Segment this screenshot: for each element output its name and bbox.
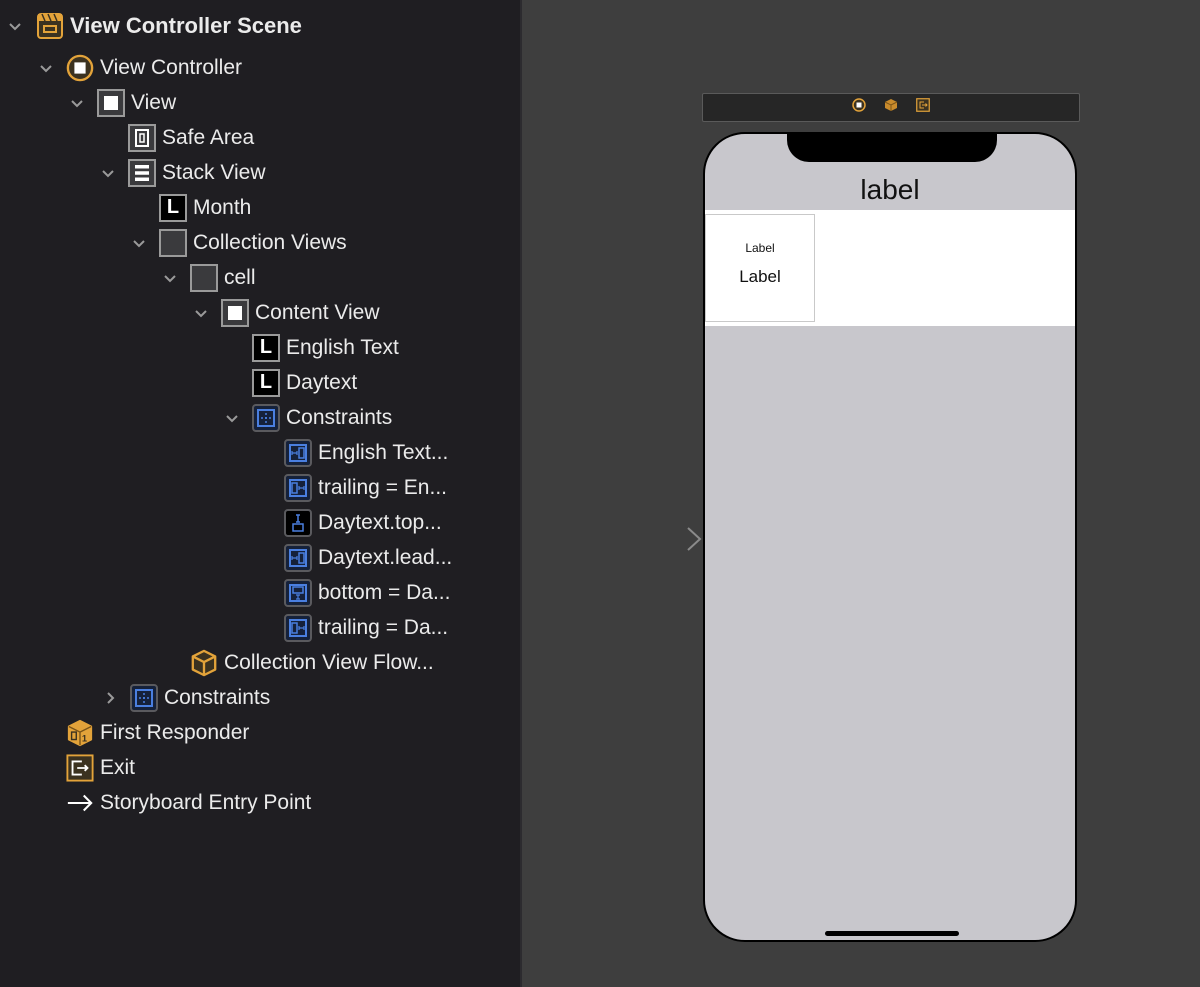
outline-item-label: English Text <box>286 335 399 359</box>
outline-item-label: trailing = Da... <box>318 615 449 639</box>
collection-view-icon <box>159 228 187 257</box>
iphone-frame[interactable]: label Label Label <box>703 132 1077 942</box>
outline-item-cell-constraints[interactable]: Constraints <box>0 400 392 435</box>
exit-icon <box>66 753 94 782</box>
scene-dock[interactable] <box>702 93 1080 122</box>
outline-item-exit[interactable]: Exit <box>0 750 135 785</box>
outline-item-label: First Responder <box>100 720 250 744</box>
outline-item-label: Constraints <box>286 405 393 429</box>
outline-item-label: cell <box>224 265 256 289</box>
outline-item-collection-views[interactable]: Collection Views <box>0 225 347 260</box>
month-label[interactable]: label <box>860 174 920 205</box>
outline-item-collection-view-flow-layout[interactable]: Collection View Flow... <box>0 645 434 680</box>
chevron-down-icon[interactable] <box>66 92 88 114</box>
home-indicator <box>825 931 959 936</box>
outline-item-constraint[interactable]: English Text... <box>0 435 448 470</box>
outline-item-label: Content View <box>255 300 380 324</box>
outline-item-label: Stack View <box>162 160 266 184</box>
chevron-down-icon[interactable] <box>4 15 26 37</box>
outline-item-label: Storyboard Entry Point <box>100 790 312 814</box>
outline-item-content-view[interactable]: Content View <box>0 295 380 330</box>
chevron-down-icon[interactable] <box>35 57 57 79</box>
english-text-label[interactable]: Label <box>745 241 775 255</box>
stack-view-icon <box>128 158 156 187</box>
outline-item-stack-view[interactable]: Stack View <box>0 155 266 190</box>
outline-item-label: Month <box>193 195 252 219</box>
outline-item-label: English Text... <box>318 440 449 464</box>
outline-item-label: Daytext.lead... <box>318 545 453 569</box>
flow-layout-cube-icon <box>190 649 218 677</box>
outline-item-label: Collection View Flow... <box>224 650 434 674</box>
constraints-icon <box>130 683 158 712</box>
outline-item-english-text[interactable]: L English Text <box>0 330 399 365</box>
outline-item-daytext[interactable]: L Daytext <box>0 365 357 400</box>
outline-item-month[interactable]: L Month <box>0 190 251 225</box>
chevron-down-icon[interactable] <box>97 162 119 184</box>
outline-item-label: Collection Views <box>193 230 347 254</box>
scene-icon <box>36 12 64 40</box>
trailing-constraint-icon <box>284 613 312 642</box>
view-icon <box>97 88 125 117</box>
chevron-down-icon[interactable] <box>128 232 150 254</box>
outline-item-cell[interactable]: cell <box>0 260 256 295</box>
outline-item-label: View Controller <box>100 55 243 79</box>
chevron-down-icon[interactable] <box>221 407 243 429</box>
collection-view[interactable]: Label Label <box>705 210 1075 326</box>
outline-item-label: Constraints <box>164 685 271 709</box>
label-icon: L <box>159 193 187 222</box>
constraints-icon <box>252 403 280 432</box>
daytext-label[interactable]: Label <box>739 267 781 286</box>
outline-item-label: Daytext <box>286 370 358 394</box>
label-icon: L <box>252 368 280 397</box>
safe-area-icon <box>128 123 156 152</box>
top-constraint-icon <box>284 508 312 537</box>
entry-arrow-icon <box>66 789 94 817</box>
outline-item-view-controller-scene[interactable]: View Controller Scene <box>0 8 302 43</box>
outline-item-label: Exit <box>100 755 136 779</box>
leading-constraint-icon <box>284 543 312 572</box>
leading-constraint-icon <box>284 438 312 467</box>
outline-item-label: View <box>131 90 177 114</box>
outline-item-constraint[interactable]: trailing = Da... <box>0 610 448 645</box>
trailing-constraint-icon <box>284 473 312 502</box>
device-notch <box>787 134 997 162</box>
outline-item-view[interactable]: View <box>0 85 176 120</box>
chevron-down-icon[interactable] <box>190 302 212 324</box>
storyboard-entry-arrow-icon[interactable] <box>610 526 702 552</box>
outline-item-first-responder[interactable]: 1 First Responder <box>0 715 249 750</box>
outline-item-constraint[interactable]: bottom = Da... <box>0 575 450 610</box>
bottom-constraint-icon <box>284 578 312 607</box>
outline-item-view-controller[interactable]: View Controller <box>0 50 242 85</box>
outline-item-view-constraints[interactable]: Constraints <box>0 680 270 715</box>
outline-item-safe-area[interactable]: Safe Area <box>0 120 254 155</box>
document-outline: View Controller Scene View Controller Vi… <box>0 0 522 987</box>
outline-item-label: trailing = En... <box>318 475 447 499</box>
chevron-down-icon[interactable] <box>159 267 181 289</box>
view-icon <box>221 298 249 327</box>
first-responder-icon: 1 <box>66 719 94 747</box>
svg-text:1: 1 <box>82 733 87 743</box>
chevron-right-icon[interactable] <box>99 687 121 709</box>
outline-item-label: bottom = Da... <box>318 580 451 604</box>
exit-icon[interactable] <box>916 98 930 117</box>
label-icon: L <box>252 333 280 362</box>
outline-item-constraint[interactable]: Daytext.top... <box>0 505 442 540</box>
outline-item-label: Daytext.top... <box>318 510 442 534</box>
collection-cell-icon <box>190 263 218 292</box>
view-controller-icon <box>66 54 94 82</box>
outline-item-label: View Controller Scene <box>70 12 302 38</box>
outline-item-storyboard-entry-point[interactable]: Storyboard Entry Point <box>0 785 311 820</box>
outline-item-constraint[interactable]: Daytext.lead... <box>0 540 452 575</box>
view-controller-icon[interactable] <box>852 98 866 117</box>
outline-item-constraint[interactable]: trailing = En... <box>0 470 447 505</box>
collection-view-cell[interactable]: Label Label <box>705 214 815 322</box>
first-responder-icon[interactable] <box>884 98 898 117</box>
outline-item-label: Safe Area <box>162 125 255 149</box>
